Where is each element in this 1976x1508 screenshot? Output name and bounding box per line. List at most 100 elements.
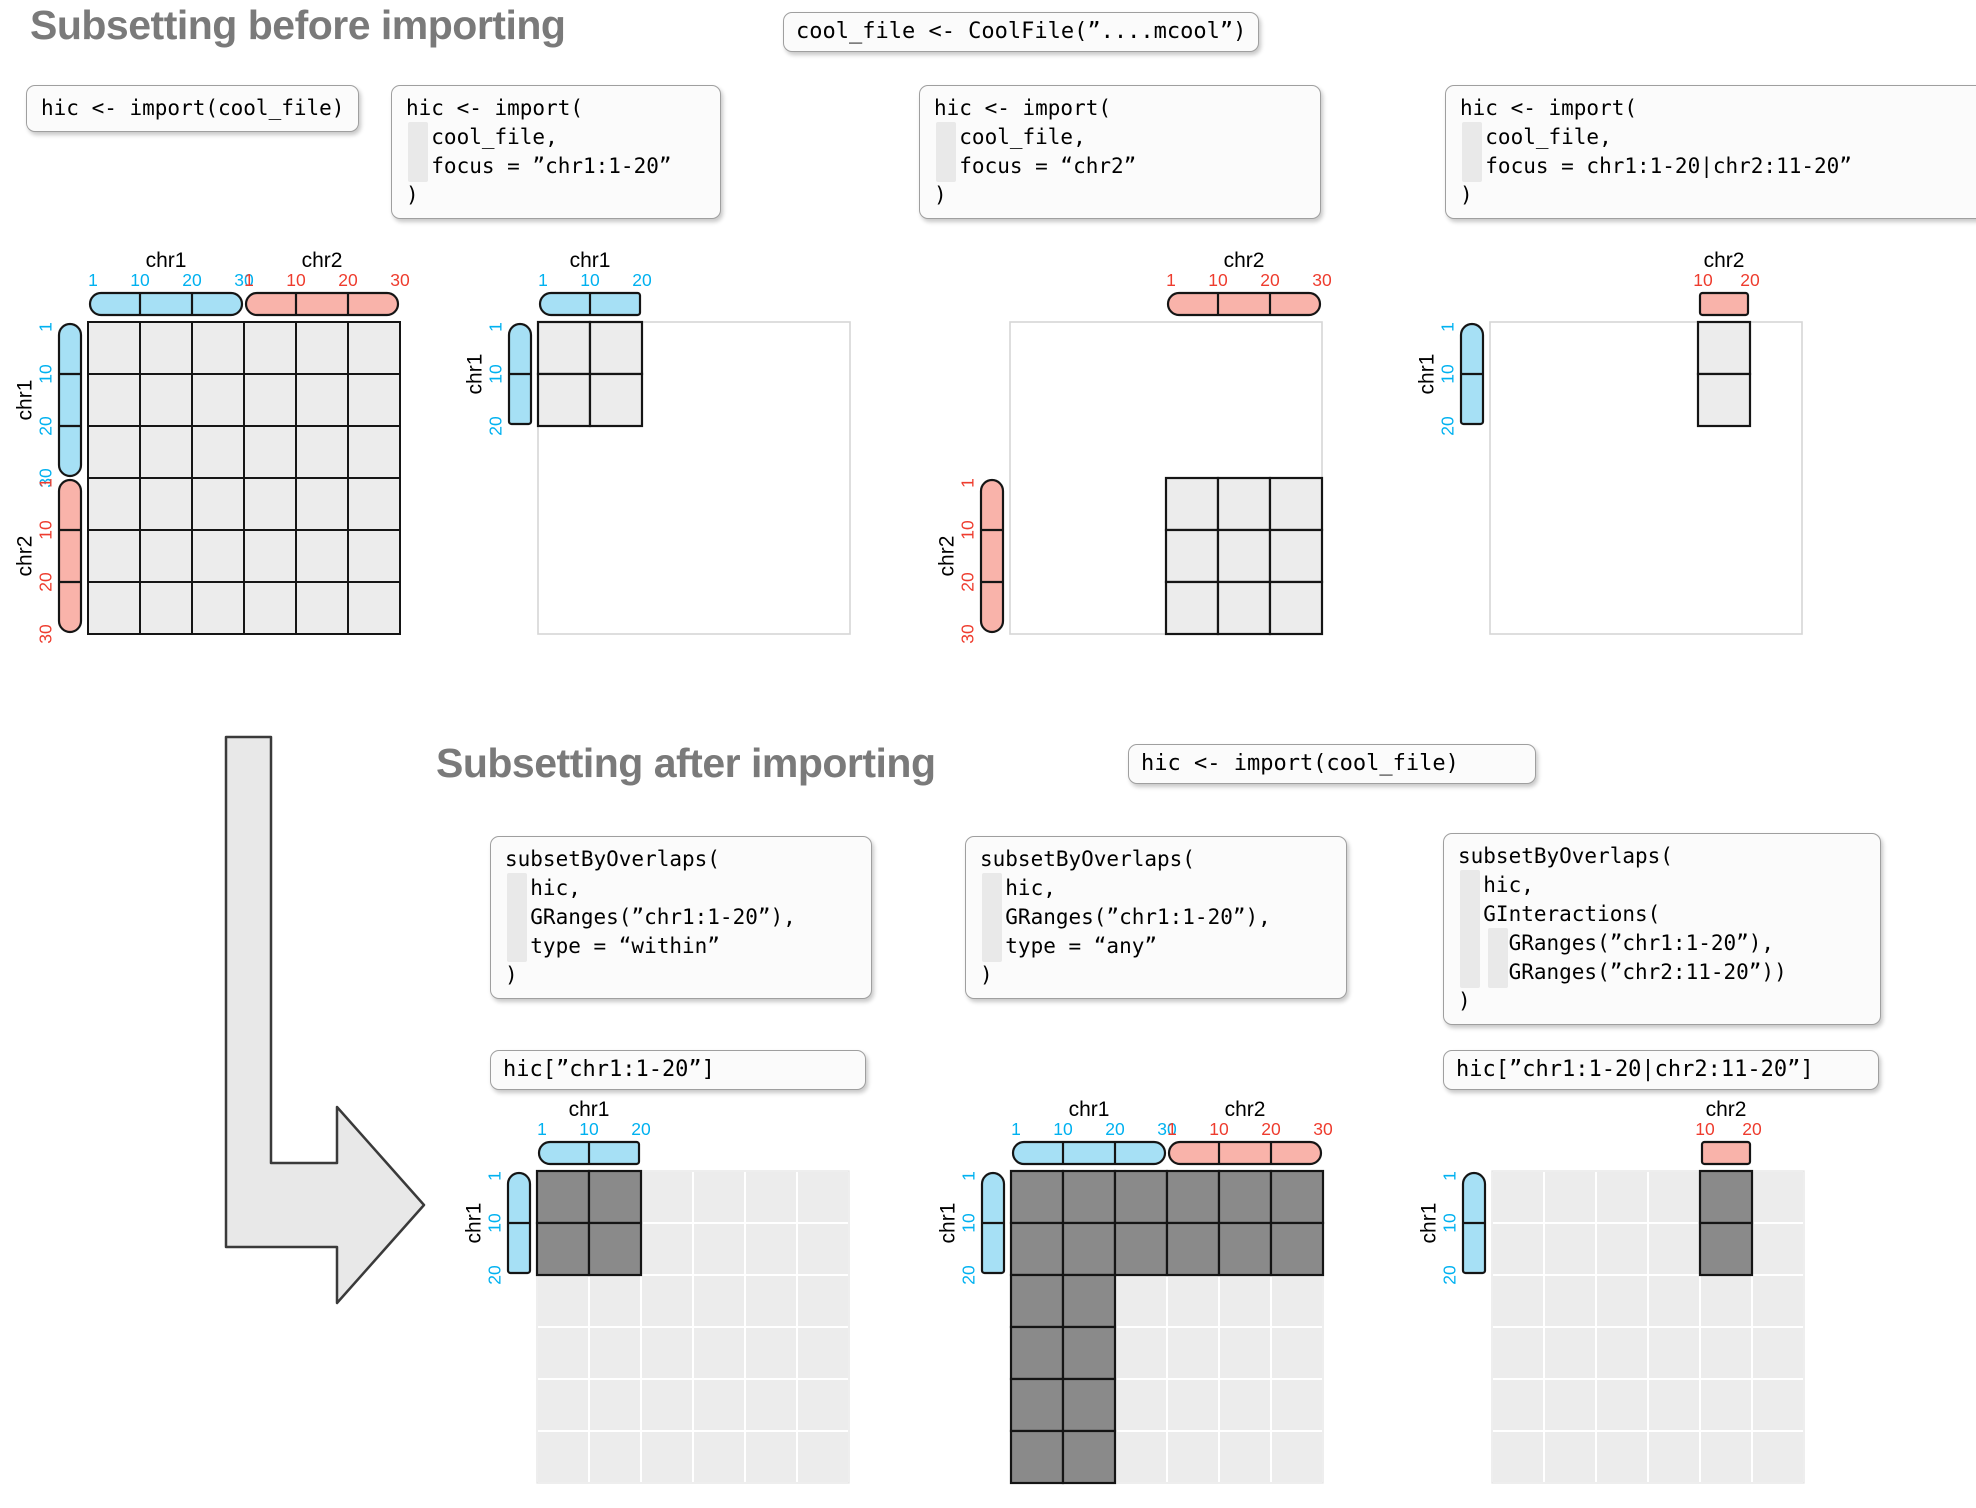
grid-cell: [295, 321, 349, 375]
grid-cell: [243, 425, 297, 479]
grid-cell: [536, 1430, 590, 1484]
axis-tick: 10: [1695, 1119, 1715, 1139]
axis-tick: 20: [1438, 416, 1458, 436]
chr-bar-chr1-left: [57, 322, 83, 478]
grid-cell: [1166, 1378, 1220, 1432]
axis-tick: 10: [958, 520, 978, 540]
grid-cell: [692, 1274, 746, 1328]
axis-tick: 30: [1312, 270, 1332, 290]
grid-cell: [191, 581, 245, 635]
axis-tick: 1: [36, 478, 56, 488]
grid-cell: [1270, 1430, 1324, 1484]
focus-cell: [1216, 476, 1272, 532]
grid-cell: [347, 425, 401, 479]
grid-cell: [295, 425, 349, 479]
grid-cell: [536, 1274, 590, 1328]
grid-cell: [1595, 1274, 1649, 1328]
grid-cell: [640, 1274, 694, 1328]
axis-tick: 10: [1209, 1119, 1229, 1139]
selected-cell: [1061, 1221, 1117, 1277]
grid-cell: [1595, 1222, 1649, 1276]
grid-cell: [295, 373, 349, 427]
axis-tick: 10: [579, 1119, 599, 1139]
grid-cell: [796, 1274, 850, 1328]
axis-tick: 20: [1105, 1119, 1125, 1139]
axis-tick: 1: [537, 1119, 547, 1139]
grid-cell: [1218, 1430, 1272, 1484]
chr-bar-chr2-top: [1698, 291, 1750, 317]
chr-label: chr1: [463, 1203, 486, 1244]
code-box-import-focus-pair: hic <- import( cool_file, focus = chr1:1…: [1445, 85, 1976, 219]
grid-cell: [1218, 1378, 1272, 1432]
chr-bar-chr2-top: [1700, 1140, 1752, 1166]
axis-tick: 10: [286, 270, 306, 290]
axis-tick: 20: [632, 270, 652, 290]
chr-label: chr1: [1418, 1203, 1441, 1244]
grid-cell: [744, 1430, 798, 1484]
chr-label: chr1: [1416, 354, 1439, 395]
grid-cell: [295, 477, 349, 531]
indent-highlight: [507, 873, 527, 962]
axis-tick: 10: [1208, 270, 1228, 290]
axis-tick: 20: [486, 416, 506, 436]
axis-tick: 20: [1740, 270, 1760, 290]
indent-highlight: [982, 873, 1002, 962]
selected-cell: [587, 1169, 643, 1225]
chr-label: chr2: [1704, 249, 1745, 272]
grid-cell: [1751, 1378, 1805, 1432]
grid-cell: [1270, 1274, 1324, 1328]
chr-bar-chr1-top: [1011, 1140, 1167, 1166]
grid-cell: [243, 529, 297, 583]
grid-cell: [1751, 1326, 1805, 1380]
grid-cell: [191, 477, 245, 531]
axis-tick: 20: [1261, 1119, 1281, 1139]
code-text: hic <- import( cool_file, focus = “chr2”…: [934, 96, 1137, 207]
focus-cell: [1696, 320, 1752, 376]
grid-cell: [640, 1430, 694, 1484]
code-text: subsetByOverlaps( hic, GRanges(”chr1:1-2…: [980, 847, 1271, 987]
grid-cell: [1647, 1274, 1701, 1328]
matrix-outline: [536, 1170, 850, 1484]
code-box-subset-ginteractions: subsetByOverlaps( hic, GInteractions( GR…: [1443, 833, 1881, 1025]
grid-cell: [1270, 1326, 1324, 1380]
grid-cell: [640, 1222, 694, 1276]
grid-cell: [191, 373, 245, 427]
grid-cell: [796, 1170, 850, 1224]
code-text: hic <- import(cool_file): [41, 96, 345, 120]
grid-cell: [744, 1170, 798, 1224]
chr-label: chr2: [936, 536, 959, 577]
grid-cell: [1647, 1222, 1701, 1276]
axis-tick: 20: [338, 270, 358, 290]
chr-label: chr1: [464, 354, 487, 395]
grid-cell: [243, 373, 297, 427]
selected-cell: [1009, 1169, 1065, 1225]
selected-cell: [1009, 1221, 1065, 1277]
focus-cell: [1164, 580, 1220, 636]
axis-tick: 1: [485, 1171, 505, 1181]
code-chip-coolfile: cool_file <- CoolFile(”....mcool”): [783, 12, 1260, 52]
grid-cell: [1595, 1430, 1649, 1484]
grid-cell: [1595, 1170, 1649, 1224]
grid-cell: [1699, 1430, 1753, 1484]
axis-tick: 20: [36, 416, 56, 436]
grid-cell: [692, 1378, 746, 1432]
grid-cell: [139, 581, 193, 635]
grid-cell: [87, 477, 141, 531]
code-box-import-focus-chr2: hic <- import( cool_file, focus = “chr2”…: [919, 85, 1321, 219]
grid-cell: [640, 1326, 694, 1380]
selected-cell: [1165, 1221, 1221, 1277]
chr-label: chr2: [14, 536, 37, 577]
focus-cell: [1216, 528, 1272, 584]
grid-cell: [588, 1378, 642, 1432]
chr-label: chr2: [302, 249, 343, 272]
grid-cell: [640, 1378, 694, 1432]
code-text: subsetByOverlaps( hic, GRanges(”chr1:1-2…: [505, 847, 796, 987]
grid-cell: [744, 1378, 798, 1432]
grid-cell: [744, 1222, 798, 1276]
grid-cell: [1114, 1378, 1168, 1432]
grid-cell: [1647, 1430, 1701, 1484]
selected-cell: [587, 1221, 643, 1277]
grid-cell: [191, 321, 245, 375]
